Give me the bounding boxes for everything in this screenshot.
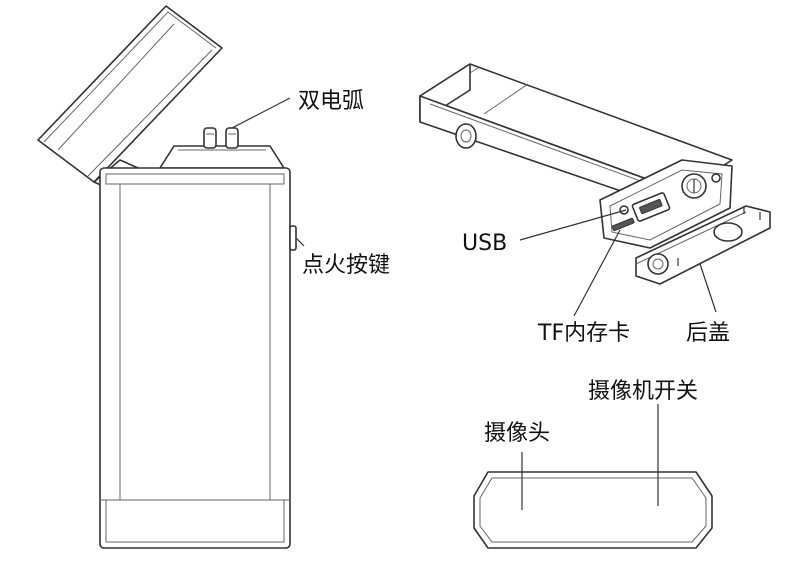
top-insert: [159, 127, 285, 169]
tf-card-leader: [573, 229, 621, 317]
lighter-drawing: 双电弧 点火按键: [37, 5, 390, 549]
label-back-cover: 后盖: [686, 321, 730, 346]
device-iso-view: [419, 63, 733, 249]
arc-electrode-right: [225, 127, 239, 149]
dual-arc-leader: [231, 97, 291, 129]
label-tf-card: TF内存卡: [537, 321, 630, 346]
back-cover-drawing: [635, 205, 771, 285]
device-camera-lens: [455, 123, 477, 149]
label-camera: 摄像头: [484, 421, 550, 446]
label-ignition-button: 点火按键: [302, 253, 390, 278]
ignition-button-shape: [289, 225, 297, 251]
back-cover-leader: [699, 263, 717, 313]
arc-electrode-left: [203, 127, 217, 149]
label-camera-switch: 摄像机开关: [588, 379, 698, 404]
open-lid: [37, 5, 223, 183]
label-dual-arc: 双电弧: [298, 89, 364, 114]
usb-leader: [519, 209, 627, 241]
device-end-view: [473, 471, 713, 549]
lighter-body: [99, 167, 297, 549]
tf-slot-shape: [611, 217, 635, 232]
label-usb: USB: [462, 231, 507, 256]
ignition-leader: [295, 237, 305, 247]
